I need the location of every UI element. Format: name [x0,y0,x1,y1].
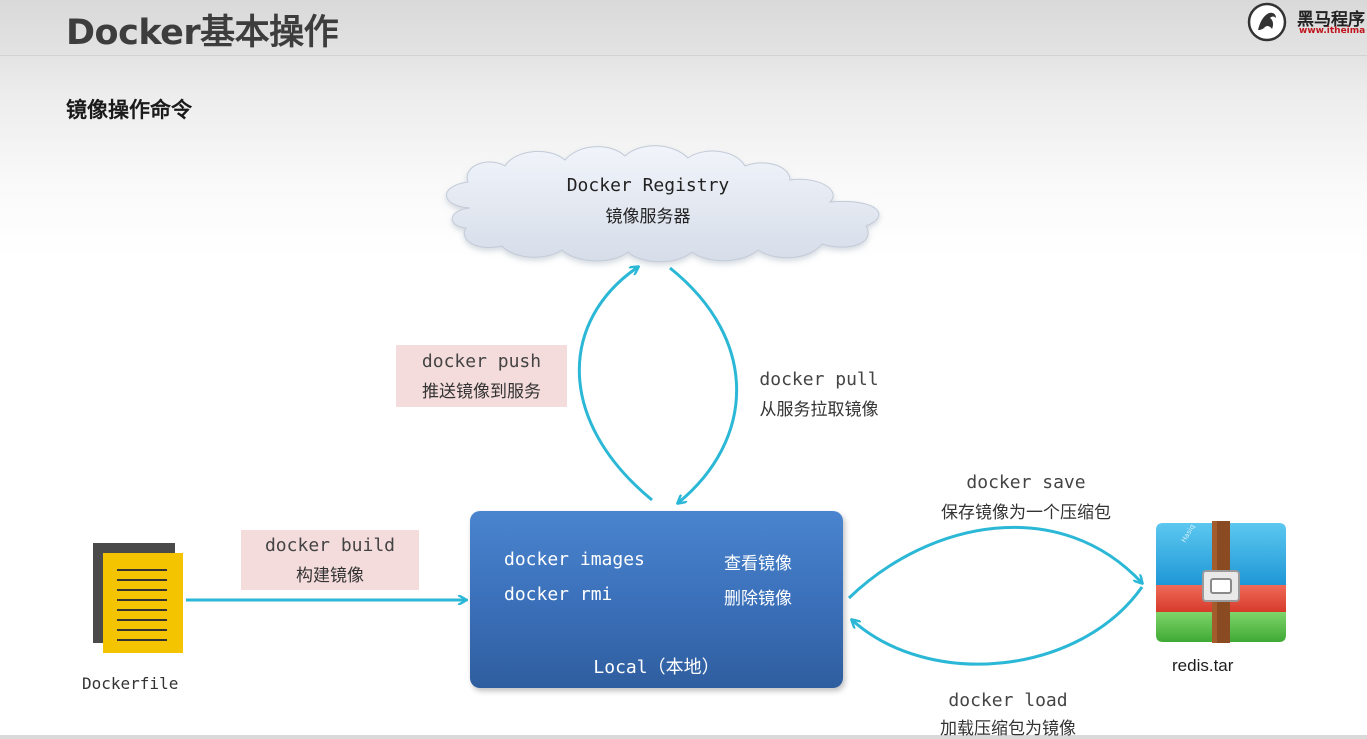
document-icon [93,543,183,653]
archive-icon: Hasiq [1156,521,1286,643]
save-command: docker save [966,472,1086,493]
push-label-bg [396,345,567,407]
local-image-store: docker images 查看镜像 docker rmi 删除镜像 Local… [470,511,843,688]
header-divider [0,55,1367,56]
push-command: docker push [421,351,542,372]
build-label-bg [241,530,419,590]
section-title: 镜像操作命令 [66,98,192,122]
pull-command: docker pull [759,369,879,390]
push-description: 推送镜像到服务 [422,382,541,402]
save-arrow [847,525,1142,600]
images-command: docker images [504,549,645,570]
rmi-command: docker rmi [504,584,613,605]
cloud-shape [446,145,880,263]
pull-arrow [669,266,739,503]
images-description: 查看镜像 [724,554,792,574]
rmi-description: 删除镜像 [724,589,792,609]
pull-description: 从服务拉取镜像 [759,400,879,420]
load-arrow [852,586,1144,666]
registry-name: Docker Registry [566,175,730,196]
load-description: 加载压缩包为镜像 [940,719,1076,739]
load-command: docker load [948,690,1068,711]
logo-url: www.itheima [1299,26,1366,36]
build-description: 构建镜像 [296,566,364,586]
logo-name: 黑马程序 [1297,10,1365,30]
save-description: 保存镜像为一个压缩包 [941,503,1111,523]
archive-label: redis.tar [1172,656,1234,675]
dockerfile-label: Dockerfile [82,674,179,693]
build-command: docker build [264,535,396,556]
page-title: Docker基本操作 [66,13,339,53]
local-label: Local（本地） [593,657,720,678]
registry-subtitle: 镜像服务器 [605,207,691,227]
logo-icon [1247,2,1287,42]
push-arrow [577,267,653,502]
brand-logo: 黑马程序 www.itheima [1247,2,1367,42]
